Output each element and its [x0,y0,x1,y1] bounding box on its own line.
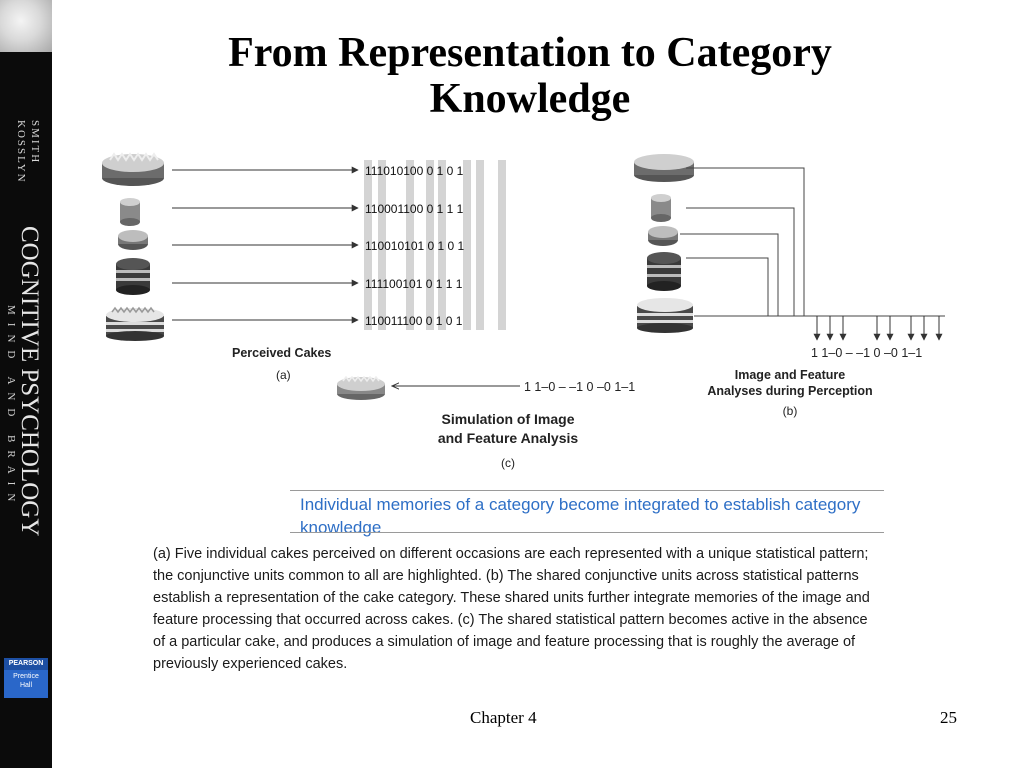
shared-pattern-c: 1 1–0 – –1 0 –0 1–1 [524,380,635,394]
publisher-logo-bottom: Prentice Hall [4,670,48,698]
label-simulation-1: Simulation of Image [441,411,574,427]
label-image-feature-1: Image and Feature [735,368,845,382]
pattern-row: 111100101 0 1 1 1 [365,277,463,291]
label-c: (c) [501,456,515,470]
label-b: (b) [783,404,798,418]
slide-title-line1: From Representation to Category [228,30,832,76]
label-perceived-cakes: Perceived Cakes [232,346,331,360]
statistical-patterns: 111010100 0 1 0 1 110001100 0 1 1 1 1100… [365,164,465,328]
caption-body: (a) Five individual cakes perceived on d… [153,546,870,672]
simulated-cake [337,375,385,400]
label-image-feature-2: Analyses during Perception [707,384,872,398]
spine-author-smith: SMITH [29,120,41,165]
spine-author-kosslyn: KOSSLYN [15,120,27,184]
shared-pattern-b: 1 1–0 – –1 0 –0 1–1 [811,346,922,360]
pattern-row: 110010101 0 1 0 1 [365,239,465,253]
publisher-logo-top: PEARSON [4,658,48,670]
cake-icon [118,230,148,250]
cake-icon [120,198,140,226]
pattern-row: 110001100 0 1 1 1 [365,202,464,216]
book-spine: SMITH KOSSLYN COGNITIVE PSYCHOLOGY MIND … [0,0,52,768]
cake-icon [637,298,693,333]
perception-down-arrows [813,316,943,341]
spine-book-subtitle: MIND AND BRAIN [5,305,17,510]
cake-icon [116,258,150,295]
perception-cakes [634,154,694,333]
cake-icon [337,375,385,400]
publisher-logo: PEARSON Prentice Hall [4,658,48,700]
pattern-row: 110011100 0 1 0 1 [365,314,463,328]
page-number: 25 [940,708,957,727]
perceived-cakes [102,152,164,341]
spine-book-title: COGNITIVE PSYCHOLOGY [16,226,43,537]
spine-authors: SMITH KOSSLYN [12,120,42,184]
slide-title: From Representation to Category Knowledg… [100,30,960,122]
caption-top-rule [290,490,884,491]
pattern-row: 111010100 0 1 0 1 [365,164,464,178]
cake-icon [634,154,694,182]
cover-photo [0,0,52,52]
cake-icon [106,306,164,341]
publisher-logo-line1: Prentice [13,673,39,680]
caption-bottom-rule [290,532,884,533]
footer-chapter: Chapter 4 [470,708,537,727]
label-a: (a) [276,368,291,382]
publisher-logo-line2: Hall [19,682,33,689]
label-simulation-2: and Feature Analysis [438,430,579,446]
cake-icon [648,226,678,246]
cake-icon [647,252,681,291]
cake-icon [102,152,164,186]
slide-title-line2: Knowledge [429,76,631,122]
pattern-highlight-columns [364,160,506,330]
cake-icon [651,194,671,222]
perception-connectors [680,167,945,317]
cake-to-pattern-arrows [172,166,359,324]
